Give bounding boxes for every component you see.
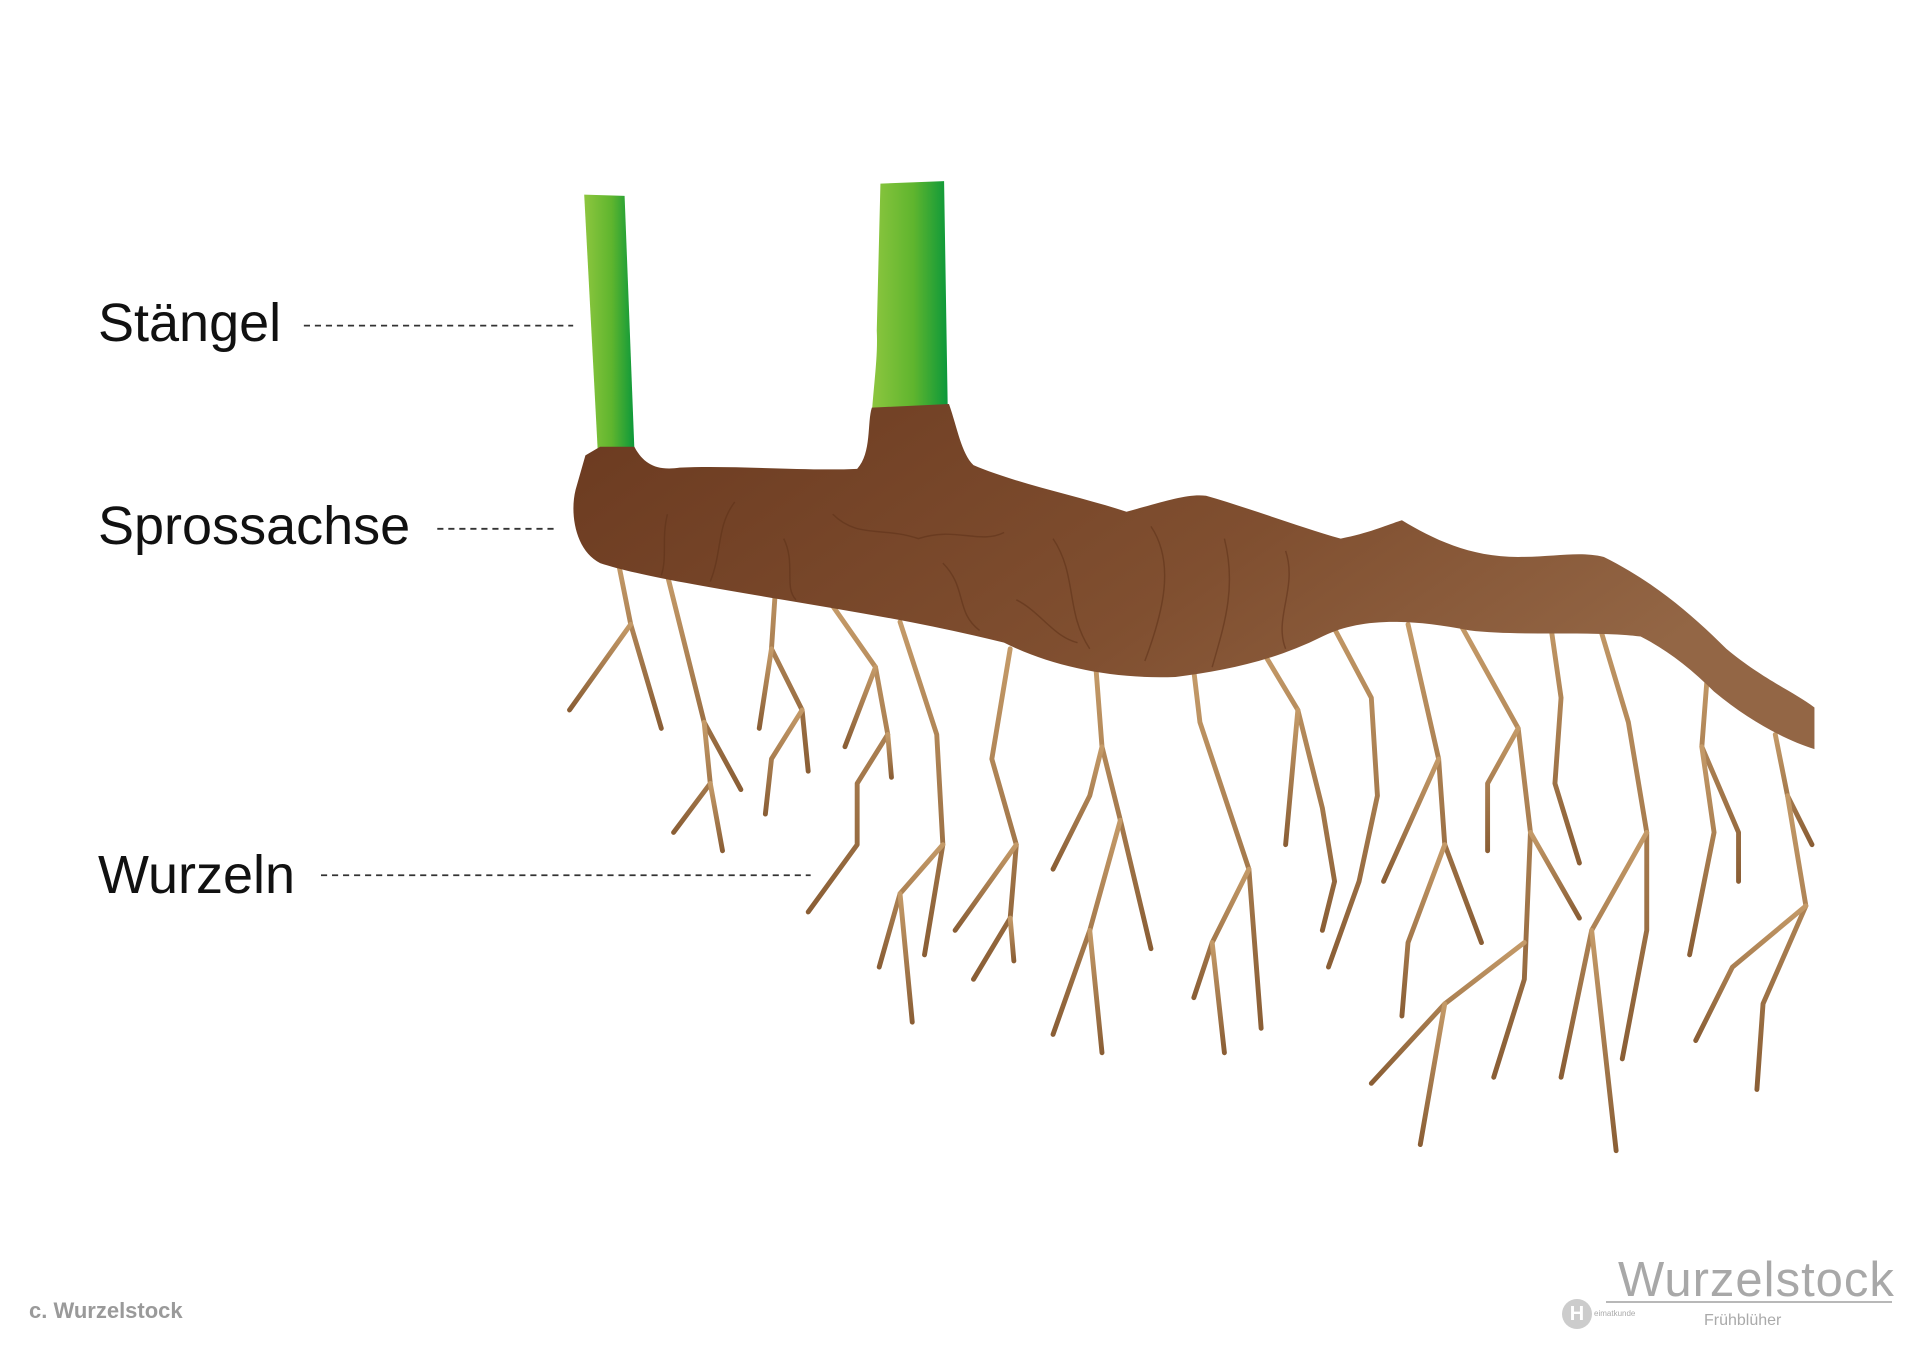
roots (567, 554, 1815, 1154)
logo-subtitle: Frühblüher (1704, 1312, 1782, 1329)
figure-caption: c. Wurzelstock (29, 1298, 183, 1323)
logo-title: Wurzelstock (1618, 1253, 1895, 1307)
rhizome-body (573, 403, 1815, 750)
logo-divider (1606, 1301, 1892, 1303)
rhizome-veins (660, 501, 1290, 668)
label-roots: Wurzeln (98, 845, 296, 905)
label-rhizome-axis: Sprossachse (98, 496, 411, 556)
logo-badge-letter: H (1562, 1299, 1592, 1329)
stem-right (871, 181, 948, 413)
logo-badge: H eimatkunde (1548, 1287, 1658, 1337)
logo-badge-text: eimatkunde (1594, 1309, 1636, 1318)
label-stem: Stängel (98, 293, 282, 353)
stem-left (584, 194, 635, 450)
